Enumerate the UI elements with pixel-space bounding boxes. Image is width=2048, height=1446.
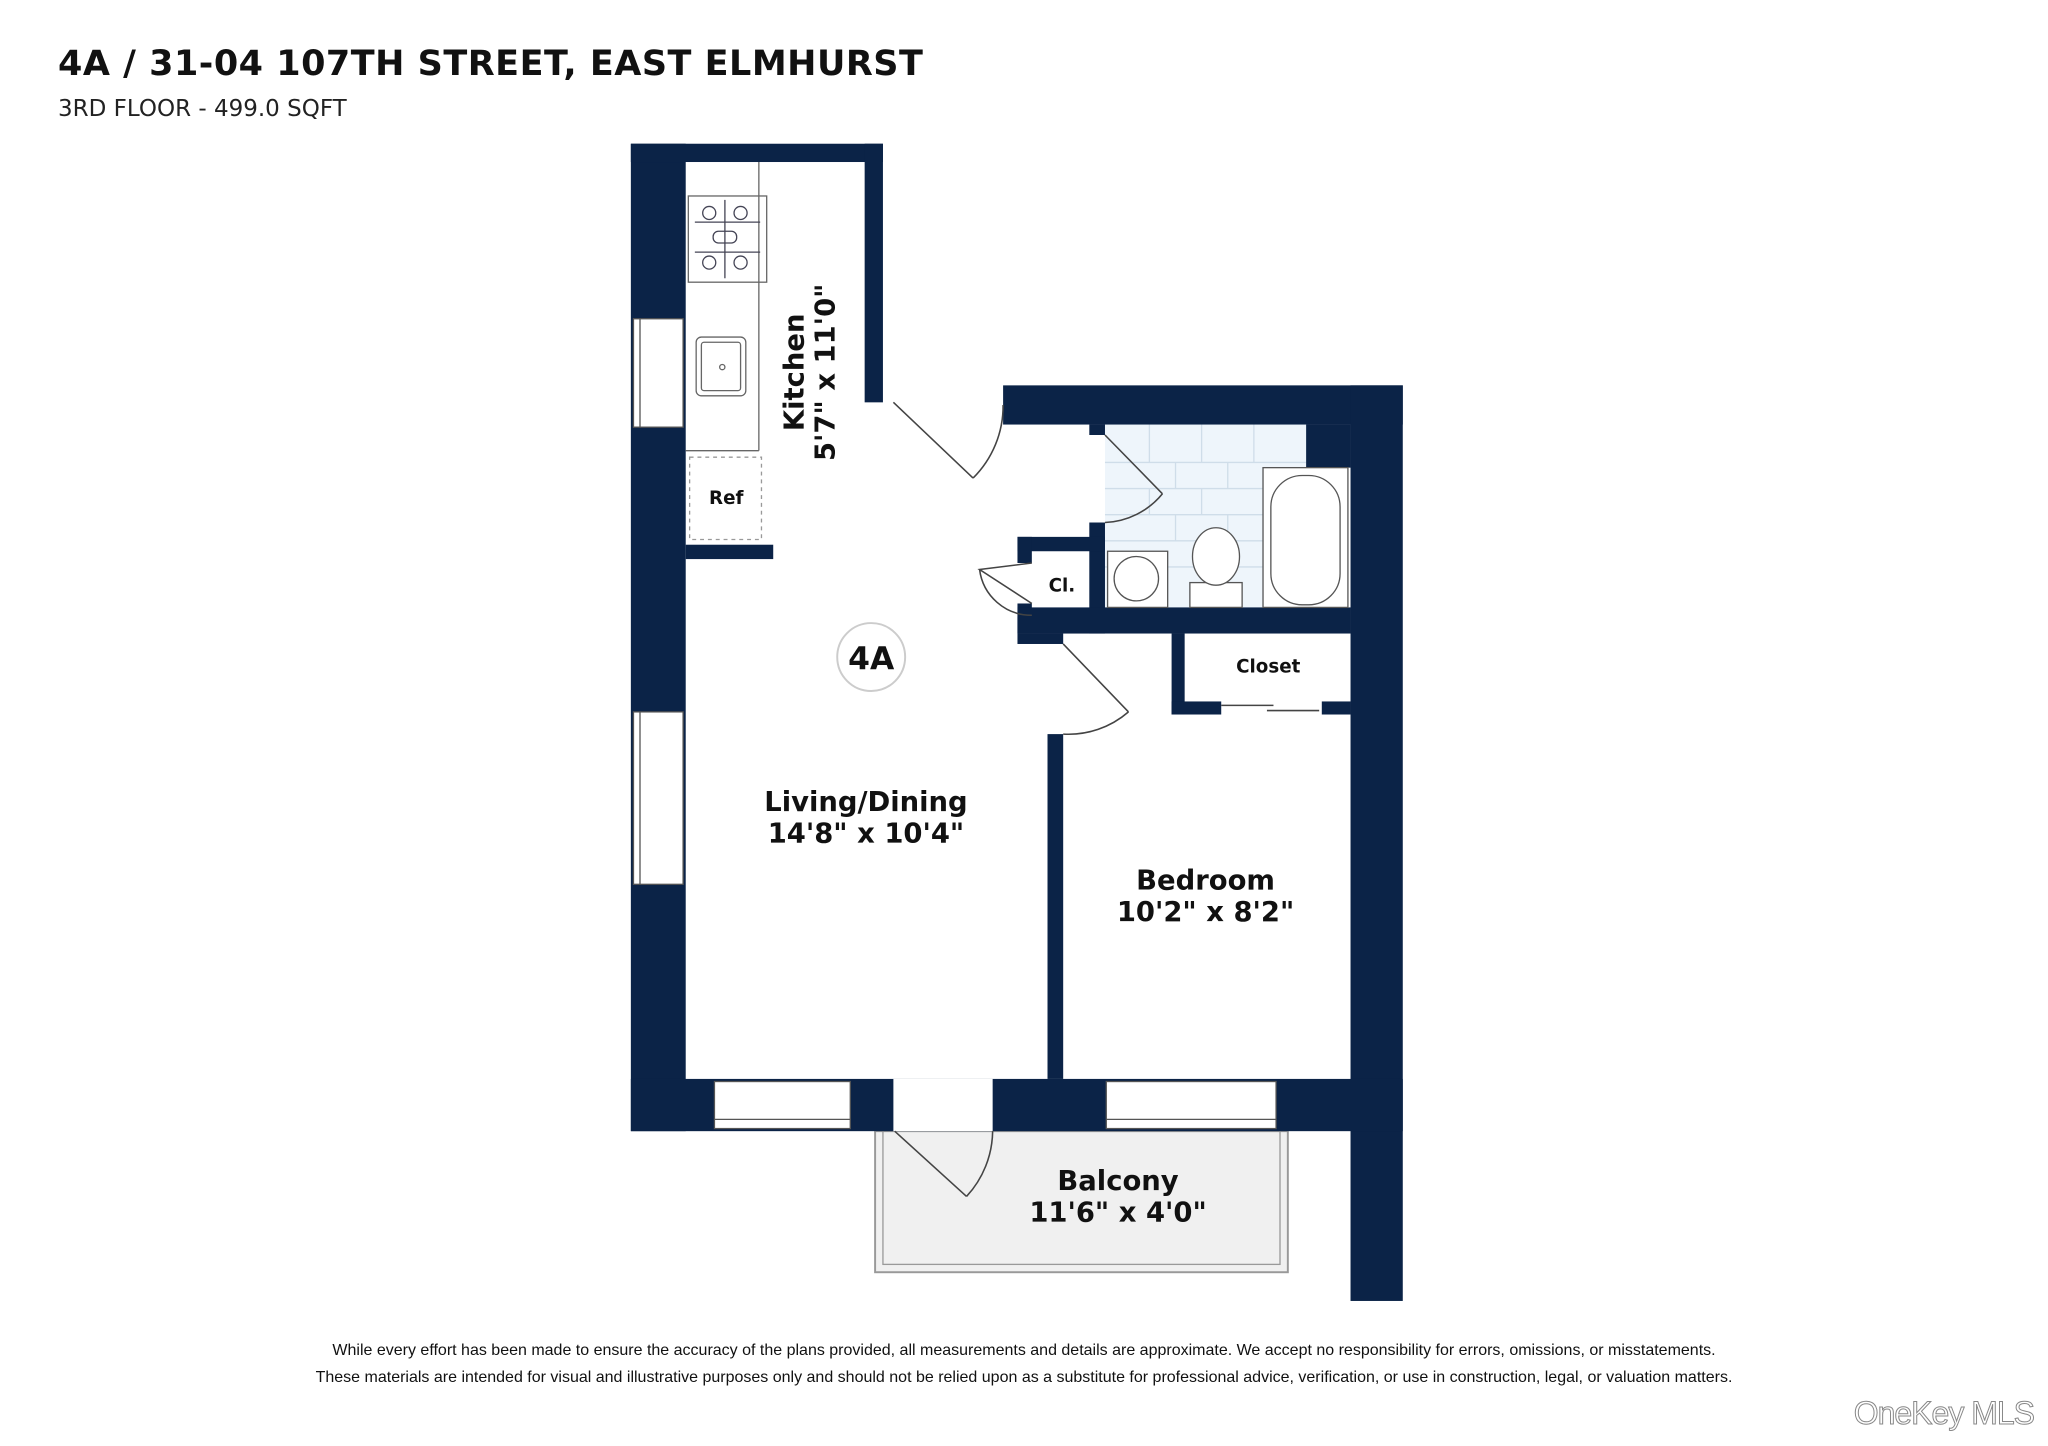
room-bedroom: Bedroom 10'2" x 8'2"	[1117, 866, 1294, 928]
bathroom-door-swing	[1104, 434, 1164, 524]
floor-area-subtitle: 3RD FLOOR - 499.0 SQFT	[58, 96, 347, 122]
sink-icon	[695, 336, 747, 397]
room-dims: 10'2" x 8'2"	[1117, 897, 1294, 928]
room-dims: 14'8" x 10'4"	[768, 819, 965, 850]
page-title: 4A / 31-04 107TH STREET, EAST ELMHURST	[58, 44, 924, 84]
ref-label: Ref	[709, 488, 744, 509]
room-balcony: Balcony 11'6" x 4'0"	[1029, 1166, 1206, 1228]
toilet-icon	[1189, 581, 1243, 609]
disclaimer-line-1: While every effort has been made to ensu…	[332, 1342, 1716, 1359]
windows	[632, 318, 1277, 1132]
room-living: Living/Dining 14'8" x 10'4"	[764, 787, 967, 849]
refrigerator-outline	[688, 456, 763, 541]
doors	[892, 401, 1320, 1198]
closet-label: Closet	[1236, 657, 1300, 678]
room-name: Balcony	[1057, 1166, 1178, 1197]
bedroom-door-swing	[1062, 643, 1130, 736]
kitchen-fixtures	[685, 162, 768, 541]
bath-fixtures	[1106, 467, 1349, 609]
entry-door-swing	[892, 401, 1004, 479]
disclaimer-line-2: These materials are intended for visual …	[315, 1369, 1733, 1386]
cl-label: Cl.	[1049, 576, 1076, 597]
room-dims: 11'6" x 4'0"	[1029, 1197, 1206, 1228]
room-name: Kitchen	[779, 314, 810, 432]
room-kitchen: Kitchen 5'7" x 11'0"	[779, 284, 841, 461]
watermark-logo: OneKey MLS	[1853, 1395, 2035, 1432]
room-dims: 5'7" x 11'0"	[811, 284, 842, 461]
unit-badge: 4A	[836, 622, 907, 692]
cl-door-swing	[977, 562, 1033, 617]
room-name: Bedroom	[1136, 866, 1275, 897]
unit-badge-label: 4A	[848, 641, 895, 677]
balcony-door-swing	[894, 1130, 994, 1198]
stove-icon	[687, 195, 768, 283]
room-name: Living/Dining	[764, 787, 967, 818]
